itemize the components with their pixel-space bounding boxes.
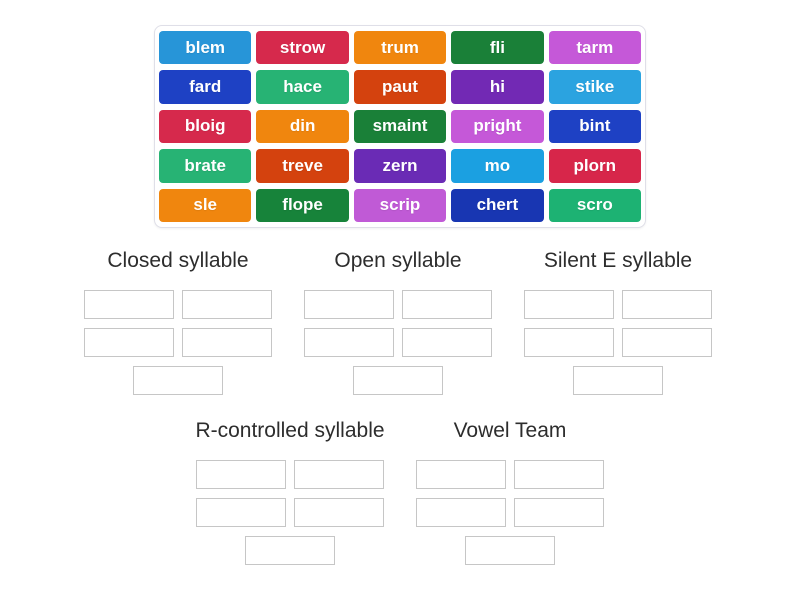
group-title: Open syllable [334,249,462,272]
slot-row [68,328,288,357]
drop-slot[interactable] [622,290,712,319]
slot-row [288,328,508,357]
slot-row [508,290,728,319]
group-title: Silent E syllable [543,249,693,272]
slot-row [180,498,400,527]
drop-slot[interactable] [573,366,663,395]
drop-slot[interactable] [353,366,443,395]
group-title: Closed syllable [107,249,249,272]
word-tile[interactable]: stike [548,70,641,104]
group-closed-syllable: Closed syllable [68,247,288,404]
slot-row [68,290,288,319]
group-title: R-controlled syllable [195,419,385,442]
word-tile[interactable]: treve [256,149,349,183]
word-tile[interactable]: zern [353,149,447,183]
group-title: Vowel Team [453,419,567,442]
word-tile[interactable]: din [256,109,349,144]
word-tile[interactable]: fli [451,31,544,65]
word-tile[interactable]: flope [256,188,349,222]
drop-slot[interactable] [245,536,335,565]
word-tile[interactable]: blem [159,31,252,65]
drop-slot[interactable] [524,328,614,357]
slot-row [400,498,620,527]
drop-slot[interactable] [196,498,286,527]
word-tile[interactable]: pright [451,109,544,144]
slot-row [68,366,288,395]
drop-slot[interactable] [402,328,492,357]
drop-slot[interactable] [622,328,712,357]
word-tile[interactable]: mo [451,149,544,183]
slot-row [180,536,400,565]
drop-slot[interactable] [182,290,272,319]
word-tile[interactable]: plorn [548,149,641,183]
word-tile[interactable]: brate [159,149,252,183]
word-tile[interactable]: hace [256,70,349,104]
group-vowel-team: Vowel Team [400,417,620,574]
slot-row [288,290,508,319]
word-tile[interactable]: sle [159,188,252,222]
drop-slot[interactable] [294,498,384,527]
slot-row [508,366,728,395]
word-bank: blem strow trum fli tarm fard hace paut … [154,25,646,228]
word-tile[interactable]: smaint [353,109,447,144]
drop-slot[interactable] [416,460,506,489]
drop-slot[interactable] [182,328,272,357]
word-tile[interactable]: bint [548,109,641,144]
drop-slot[interactable] [416,498,506,527]
slot-row [288,366,508,395]
drop-slot[interactable] [294,460,384,489]
drop-slot[interactable] [465,536,555,565]
slot-row [508,328,728,357]
drop-slot[interactable] [524,290,614,319]
slot-row [400,460,620,489]
drop-slot[interactable] [304,290,394,319]
drop-slot[interactable] [133,366,223,395]
word-tile[interactable]: scrip [353,188,447,222]
slot-row [400,536,620,565]
word-tile[interactable]: hi [451,70,544,104]
drop-slot[interactable] [304,328,394,357]
word-tile[interactable]: tarm [548,31,641,65]
word-tile[interactable]: scro [548,188,641,222]
drop-slot[interactable] [196,460,286,489]
word-tile[interactable]: bloig [159,109,252,144]
drop-slot[interactable] [514,498,604,527]
word-tile[interactable]: strow [256,31,349,65]
drop-slot[interactable] [402,290,492,319]
word-tile[interactable]: fard [159,70,252,104]
drop-slot[interactable] [84,328,174,357]
group-open-syllable: Open syllable [288,247,508,404]
word-tile[interactable]: chert [451,188,544,222]
word-tile[interactable]: paut [353,70,447,104]
group-r-controlled-syllable: R-controlled syllable [180,417,400,574]
word-tile[interactable]: trum [353,31,447,65]
drop-slot[interactable] [514,460,604,489]
slot-row [180,460,400,489]
group-silent-e-syllable: Silent E syllable [508,247,728,404]
drop-slot[interactable] [84,290,174,319]
